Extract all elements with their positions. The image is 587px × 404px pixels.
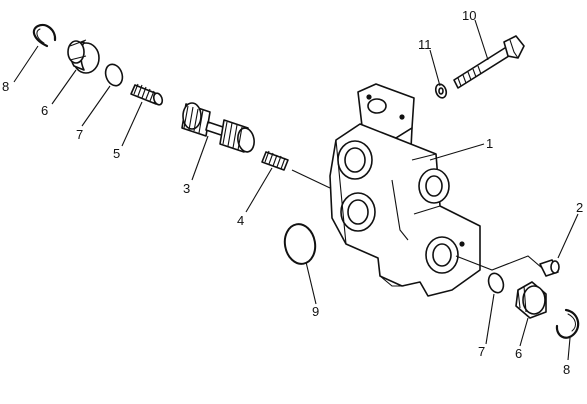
- part-labels: 8 6 7 5 3 4 1 11 10 2 9 7 6 8: [2, 8, 583, 377]
- label-bolt: 10: [462, 8, 476, 23]
- label-body: 1: [486, 136, 493, 151]
- leader-lines: [13, 19, 579, 361]
- bolt: [453, 35, 525, 89]
- o-ring-left: [104, 63, 124, 87]
- label-o-ring-right: 7: [478, 344, 485, 359]
- label-washer: 11: [418, 37, 432, 52]
- label-spring-small: 5: [113, 146, 120, 161]
- label-o-ring-large: 9: [312, 304, 319, 319]
- label-plug-left: 6: [41, 103, 48, 118]
- snap-ring-left: [32, 23, 57, 48]
- spring-short: [261, 150, 289, 171]
- label-snap-ring-left: 8: [2, 79, 9, 94]
- plug-right: [515, 281, 547, 319]
- label-spring-short: 4: [237, 213, 244, 228]
- valve-body: [329, 83, 481, 297]
- label-plug-right: 6: [515, 346, 522, 361]
- label-snap-ring-right: 8: [563, 362, 570, 377]
- label-spool: 3: [183, 181, 190, 196]
- fitting: [539, 259, 560, 277]
- spool: [181, 102, 255, 153]
- label-o-ring-left: 7: [76, 127, 83, 142]
- snap-ring-right: [555, 308, 580, 339]
- washer: [434, 83, 448, 99]
- o-ring-right: [487, 272, 505, 294]
- plug-left: [67, 39, 100, 74]
- spring-left: [130, 83, 164, 106]
- label-fitting: 2: [576, 200, 583, 215]
- o-ring-large: [283, 223, 317, 265]
